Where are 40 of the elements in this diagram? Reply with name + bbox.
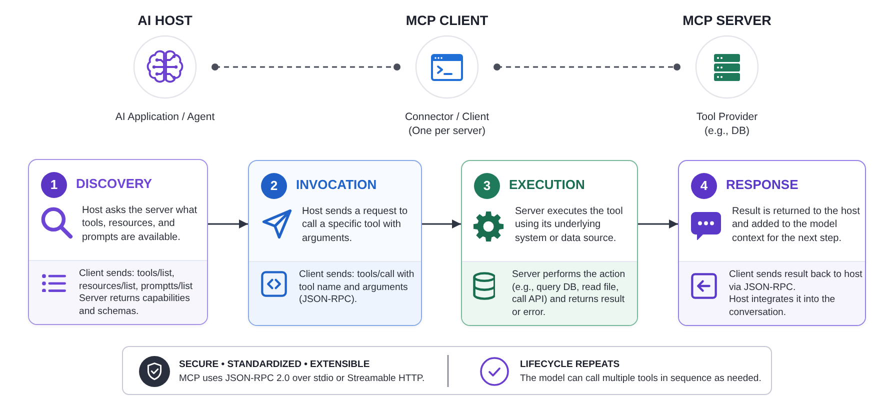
step-title: EXECUTION: [509, 176, 585, 194]
component-title: MCP SERVER: [682, 12, 772, 30]
step-description: Host sends a request to call a specific tool with arguments.: [302, 205, 409, 245]
detail-text: Client sends result back to host via JSON-RPC.: [729, 269, 863, 294]
info-banner: [122, 346, 772, 395]
detail-text: Server returns capabilities and schemas.: [79, 293, 191, 319]
step-description: Host asks the server what tools, resources, and prompts are available.: [82, 204, 198, 244]
connector-line: [212, 64, 400, 70]
step-description: Result is returned to the host and added to the model context for the next step.: [732, 205, 861, 245]
component-caption: (e.g., DB): [704, 124, 750, 138]
detail-text: Client sends: tools/list, resources/list, promptts/list: [79, 268, 194, 294]
arrow: [422, 220, 461, 228]
banner-text: MCP uses JSON-RPC 2.0 over stdio or Streamable HTTP.: [179, 372, 425, 385]
step-title: INVOCATION: [296, 176, 377, 194]
component-caption: AI Application / Agent: [115, 110, 215, 124]
detail-text: Client sends: tools/call with tool name and arguments (JSON-RPC).: [299, 269, 416, 308]
connector-line: [494, 64, 680, 70]
step-card: [248, 160, 422, 326]
step-number: 3: [474, 173, 500, 199]
detail-text: Server performs the action (e.g., query DB, read file, call API) and returns result or error.: [512, 269, 626, 320]
step-title: RESPONSE: [726, 176, 798, 194]
component-title: MCP CLIENT: [406, 12, 488, 30]
component-caption: (One per server): [408, 124, 486, 138]
step-title: DISCOVERY: [76, 175, 152, 193]
step-card: [678, 160, 866, 326]
detail-text: Host integrates it into the conversation.: [729, 294, 836, 320]
arrow: [208, 220, 248, 228]
banner-title: LIFECYCLE REPEATS: [520, 358, 620, 371]
arrow: [638, 220, 678, 228]
step-description: Server executes the tool using its underlying system or data source.: [515, 205, 624, 245]
step-number: 2: [261, 173, 287, 199]
banner-title: SECURE • STANDARDIZED • EXTENSIBLE: [179, 358, 370, 371]
component-title: AI HOST: [138, 12, 192, 30]
component-caption: Connector / Client: [404, 110, 490, 124]
banner-text: The model can call multiple tools in sequence as needed.: [520, 372, 762, 385]
component-caption: Tool Provider: [696, 110, 758, 124]
step-number: 4: [691, 173, 717, 199]
step-card: [28, 159, 208, 325]
step-card: [461, 160, 638, 326]
step-number: 1: [41, 172, 67, 198]
